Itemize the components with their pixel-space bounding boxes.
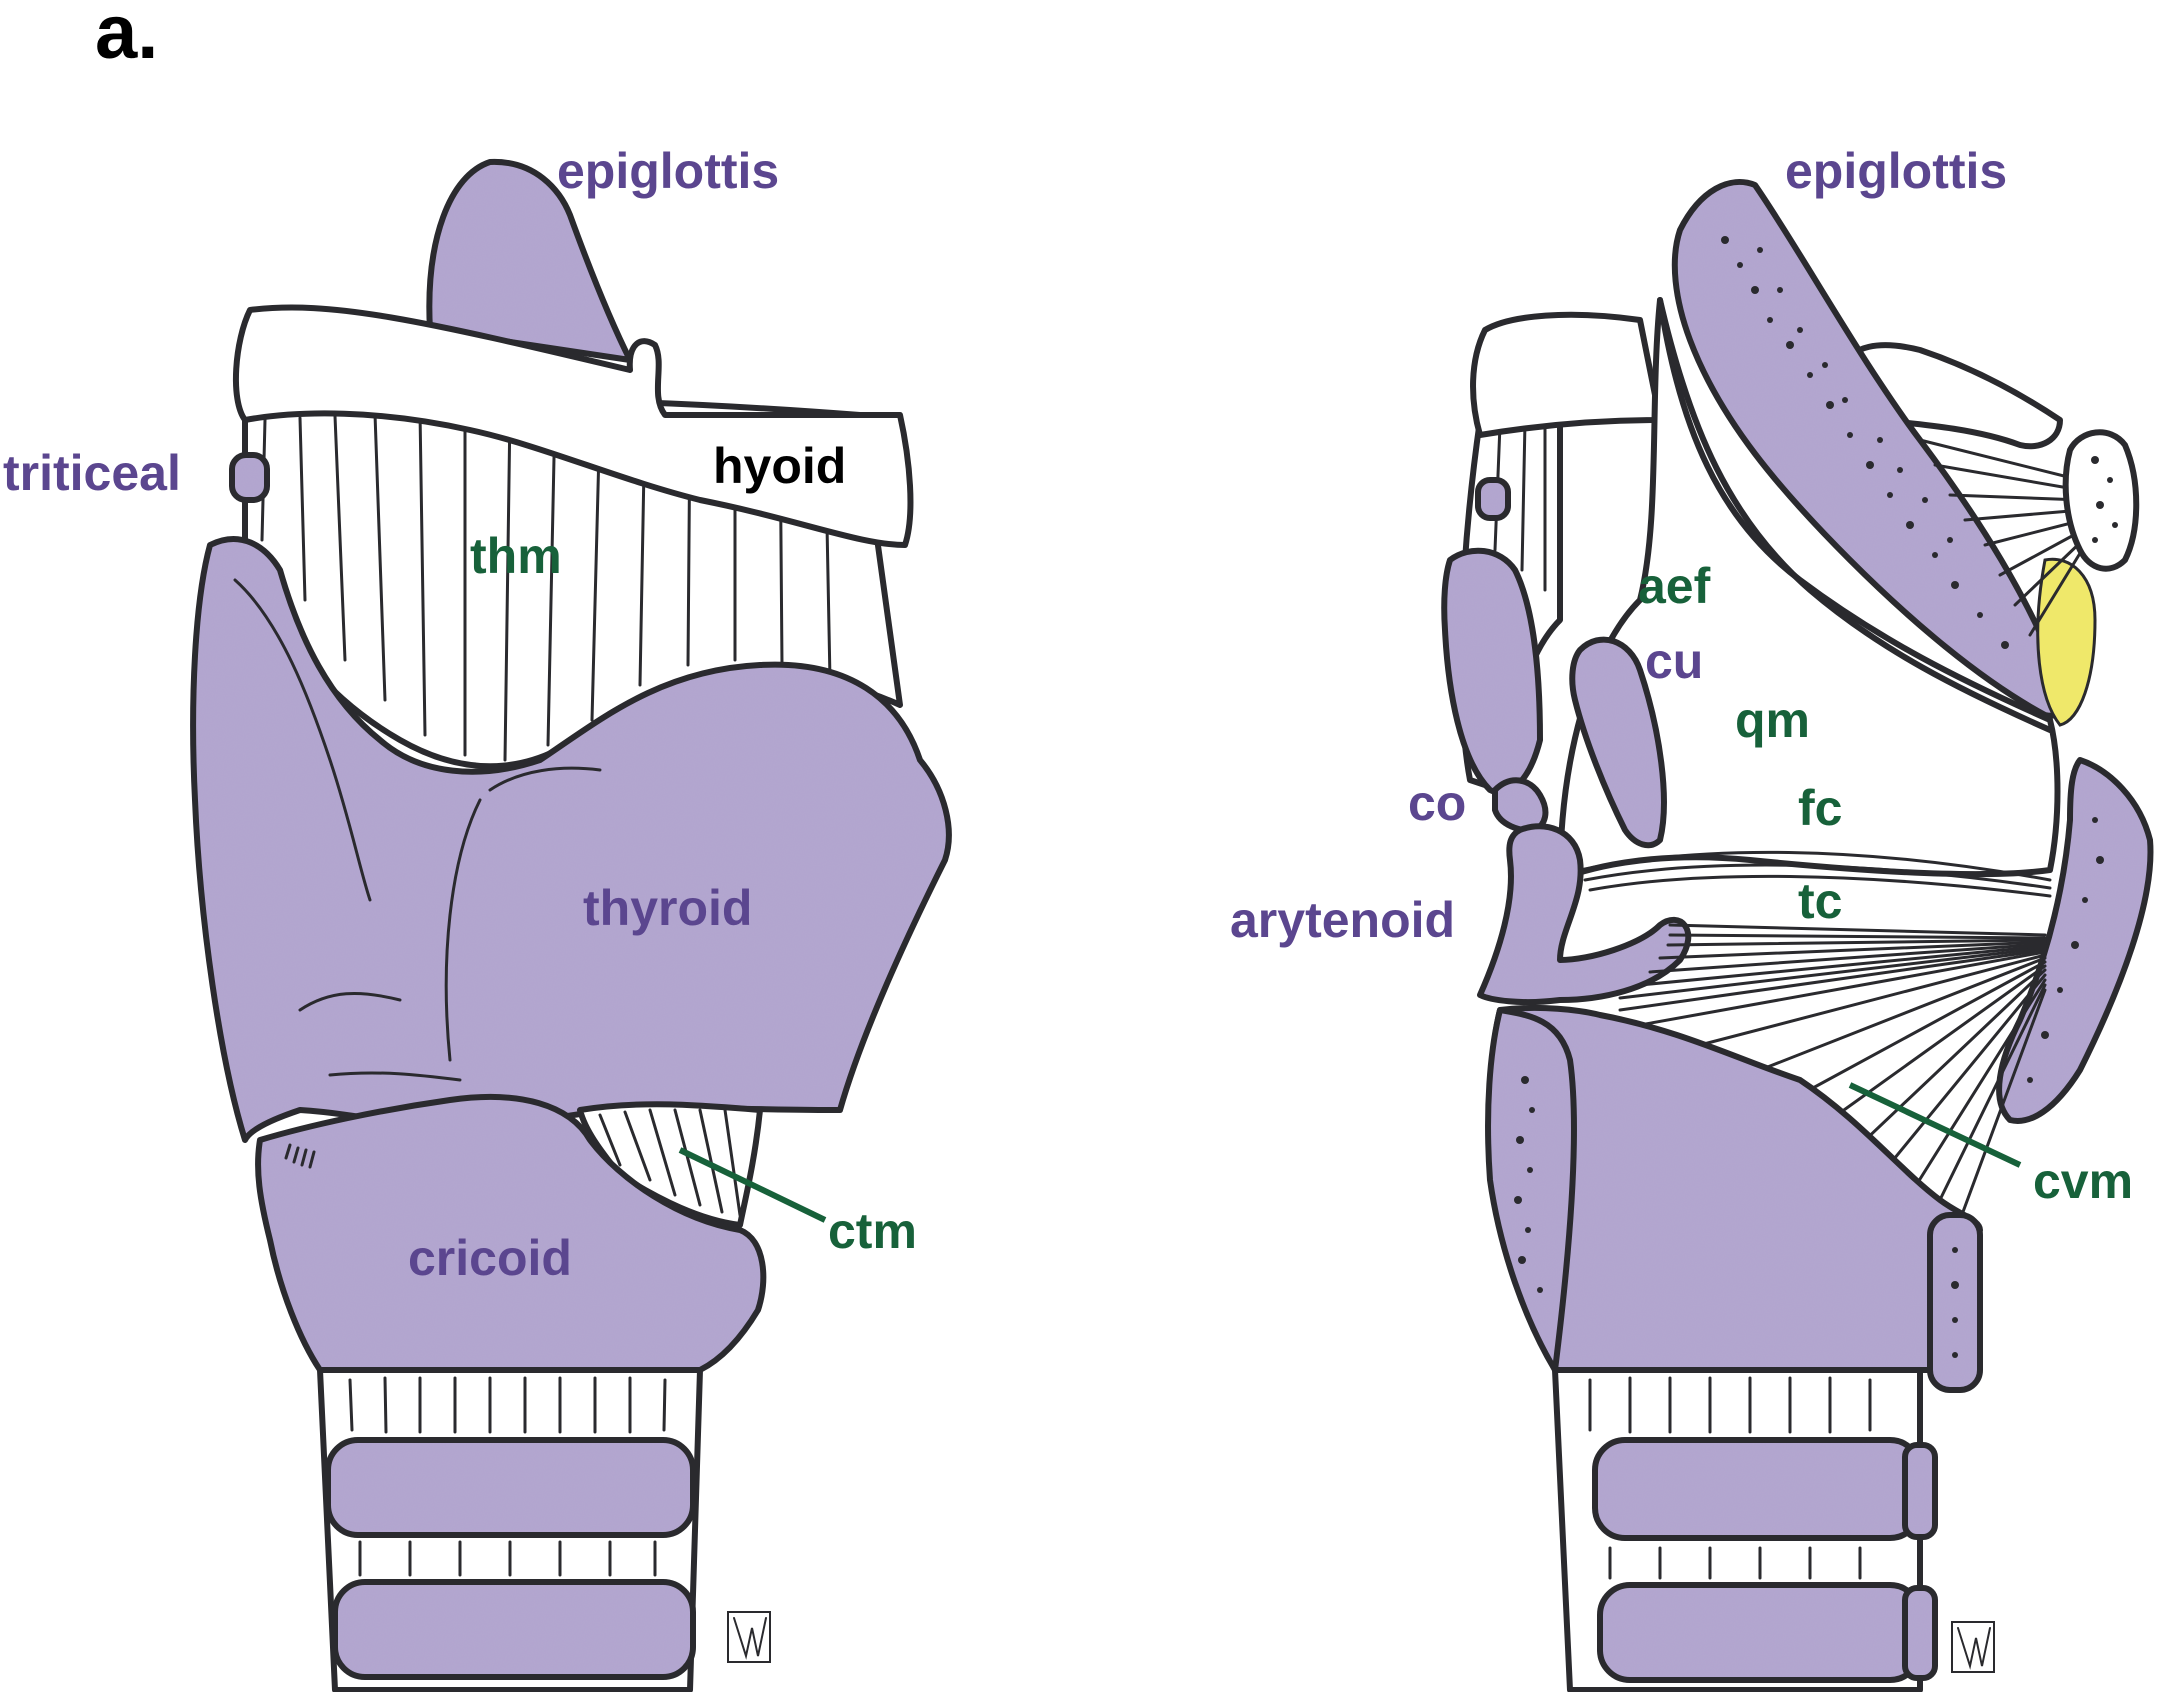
right-hyoid-body (2062, 429, 2140, 572)
right-hyoid-pores (2091, 456, 2118, 543)
right-preepiglottic-fat (2036, 557, 2097, 727)
left-larynx-view: epiglottis triticeal hyoid thm thyroid c… (3, 143, 952, 1692)
right-vocal-fibers (1618, 923, 2047, 1222)
right-tracheal-ring-edge-2 (1902, 1585, 1938, 1681)
right-label-co: co (1408, 775, 1466, 831)
right-tracheal-ring-1 (1592, 1437, 1923, 1541)
right-cricoid-arch-pores (1951, 1247, 1959, 1358)
right-hyoid-bone (1470, 311, 1663, 438)
right-thyroid-edge-pores (2027, 817, 2104, 1083)
right-label-aef: aef (1638, 558, 1711, 614)
left-thyroid-cartilage (190, 536, 952, 1143)
right-label-qm: qm (1735, 692, 1810, 748)
right-false-cord-fibers (1578, 850, 2052, 898)
panel-letter: a. (95, 0, 158, 75)
ctm-striations (598, 1108, 742, 1217)
right-cricoid-arch (1927, 1212, 1983, 1393)
left-tracheal-ring-2 (332, 1579, 696, 1680)
right-triticeal-cartilage (1475, 477, 1511, 521)
left-epiglottis (426, 158, 633, 363)
left-thyroid-contours (233, 578, 602, 1082)
right-label-epiglottis: epiglottis (1785, 143, 2007, 199)
left-label-cricoid: cricoid (408, 1230, 572, 1286)
left-cricoid-hatching (284, 1143, 316, 1169)
right-label-cu: cu (1645, 633, 1703, 689)
right-larynx-view: epiglottis aef cu qm co fc tc arytenoid … (1230, 143, 2154, 1692)
ctm-leader-line (678, 1147, 827, 1223)
right-trachea-striations (1588, 1376, 1872, 1580)
left-label-epiglottis: epiglottis (557, 143, 779, 199)
left-label-thm: thm (470, 528, 562, 584)
right-arytenoid-cartilage (1477, 823, 1692, 1006)
left-triticeal-cartilage (229, 452, 270, 503)
left-label-triticeal: triticeal (3, 445, 181, 501)
right-label-cvm: cvm (2033, 1153, 2133, 1209)
right-tracheal-ring-edge-1 (1902, 1442, 1938, 1540)
right-epiglottis-pores (1721, 236, 2009, 649)
left-hyoid-bone (233, 304, 914, 548)
right-hyoepiglottic-fibers (1918, 438, 2085, 637)
left-label-thyroid: thyroid (583, 880, 752, 936)
right-thyroid-edge (1996, 757, 2154, 1124)
right-label-fc: fc (1798, 780, 1842, 836)
left-monogram (727, 1611, 771, 1663)
right-label-tc: tc (1798, 873, 1842, 929)
right-tracheal-ring-2 (1597, 1582, 1923, 1683)
right-cuneiform-cartilage (1569, 636, 1667, 849)
left-label-hyoid: hyoid (713, 438, 846, 494)
left-tracheal-ring-1 (325, 1437, 696, 1538)
left-trachea-striations (348, 1376, 667, 1577)
right-aryepiglottic-fold (1657, 297, 2053, 733)
left-cricoid-cartilage (255, 1094, 767, 1373)
right-cricoid-pores (1514, 1076, 1543, 1293)
right-monogram (1951, 1621, 1995, 1673)
right-label-arytenoid: arytenoid (1230, 892, 1455, 948)
left-label-ctm: ctm (828, 1203, 917, 1259)
cvm-leader-line (1848, 1082, 2022, 1168)
right-cricoid-lamina (1485, 1007, 1578, 1373)
right-corniculate-cartilage (1492, 777, 1549, 834)
